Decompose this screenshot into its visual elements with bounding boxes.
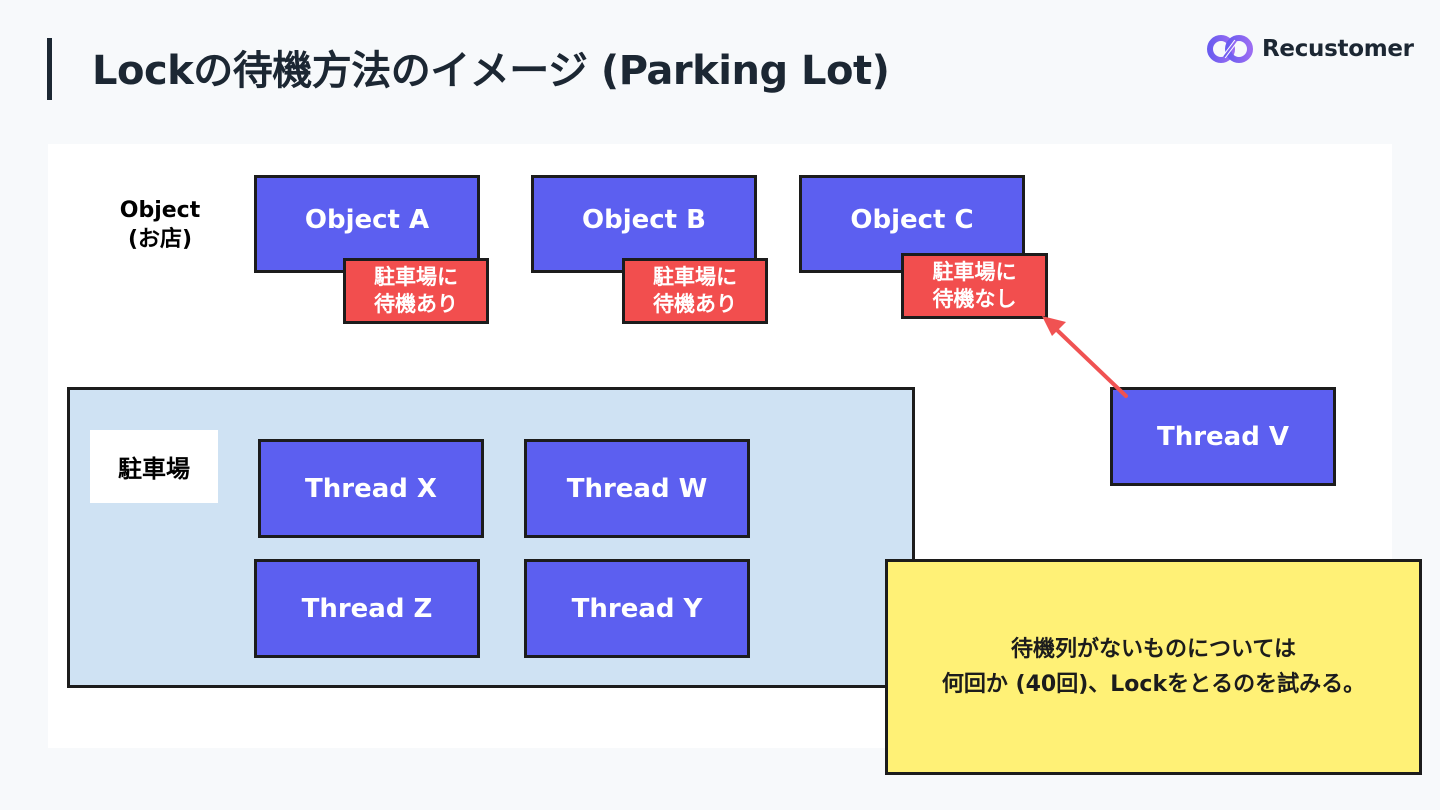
thread-v-box: Thread V xyxy=(1110,387,1336,486)
brand-name: Recustomer xyxy=(1262,36,1414,62)
object-c-waiting-badge: 駐車場に 待機なし xyxy=(901,253,1048,319)
object-b-label: Object B xyxy=(582,205,706,235)
object-c-label: Object C xyxy=(850,205,974,235)
infinity-link-icon xyxy=(1207,35,1253,63)
object-a-box: Object A xyxy=(254,175,480,273)
brand-logo: Recustomer xyxy=(1206,30,1414,68)
thread-w-box: Thread W xyxy=(524,439,750,538)
object-b-box: Object B xyxy=(531,175,757,273)
thread-w-label: Thread W xyxy=(566,473,708,504)
thread-z-label: Thread Z xyxy=(301,593,433,624)
thread-z-box: Thread Z xyxy=(254,559,480,658)
parking-lot-label: 駐車場 xyxy=(90,430,218,503)
slide-title: Lockの待機方法のイメージ (Parking Lot) xyxy=(92,48,890,94)
retry-note-line-1: 待機列がないものについては xyxy=(1011,637,1296,662)
thread-x-label: Thread X xyxy=(305,473,437,504)
object-a-label: Object A xyxy=(304,205,430,235)
thread-v-label: Thread V xyxy=(1156,421,1290,452)
retry-note: 待機列がないものについては 何回か (40回)、Lockをとるのを試みる。 xyxy=(885,559,1422,775)
thread-x-box: Thread X xyxy=(258,439,484,538)
retry-note-line-2: 何回か (40回)、Lockをとるのを試みる。 xyxy=(941,672,1366,697)
title-accent-bar xyxy=(47,38,52,100)
object-row-label: Object (お店) xyxy=(100,196,220,254)
object-a-waiting-badge: 駐車場に 待機あり xyxy=(343,258,489,324)
thread-y-label: Thread Y xyxy=(571,593,703,624)
object-row-label-text: Object (お店) xyxy=(119,198,201,252)
thread-y-box: Thread Y xyxy=(524,559,750,658)
object-b-waiting-badge: 駐車場に 待機あり xyxy=(622,258,768,324)
